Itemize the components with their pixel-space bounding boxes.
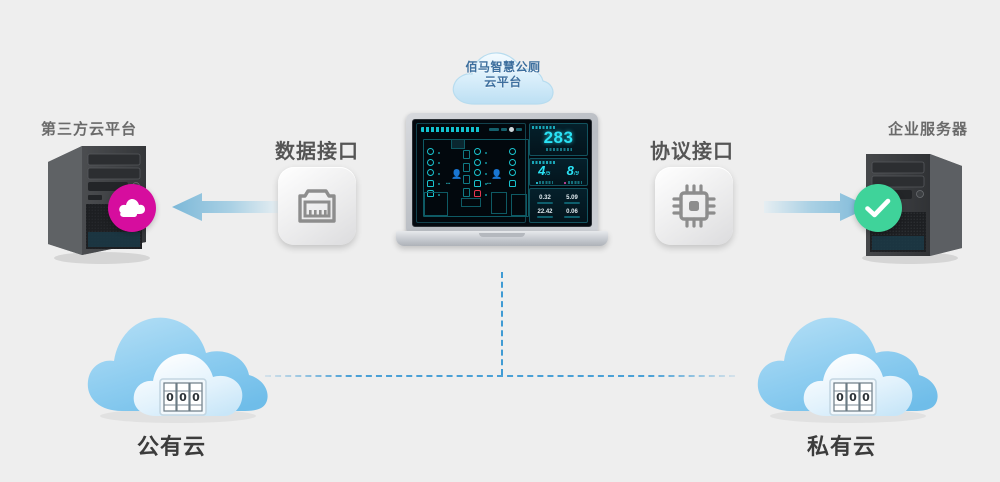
dashed-line-vertical [501,272,503,375]
arrow-left-to-third-party [172,192,278,227]
stat-value: 5.09 [566,194,578,201]
male-legend [535,181,553,184]
panel-header-bar [532,125,556,129]
laptop-base [396,231,608,246]
public-cloud-label: 公有云 [137,434,207,459]
dashboard-topbar-meta [489,127,522,132]
stall-icon [474,158,487,166]
stat-value: 22.42 [537,208,553,215]
stall-icon [427,158,440,166]
laptop-device[interactable]: 👤 ■■■ [396,113,608,263]
stall-icon-occupied [474,190,487,197]
male-occupancy-icon: 👤 [451,169,463,179]
stat-cell: 5.09 [559,195,585,205]
floorplan-area: 👤 ■■■ [421,136,529,218]
svg-text:0: 0 [166,391,174,404]
svg-text:0: 0 [849,391,857,404]
platform-cloud-label: 佰马智慧公厕 云平台 [448,60,558,90]
kpi-male-occupancy: 4/5 [538,163,551,179]
platform-cloud-line1: 佰马智慧公厕 [465,60,541,74]
protocol-interface-tile[interactable] [655,167,733,245]
svg-text:0: 0 [179,391,187,404]
stat-caption [564,201,580,205]
platform-cloud-line2: 云平台 [484,75,522,89]
panel-header-bar [532,160,556,164]
kpi-female-occupancy: 8/9 [566,163,579,179]
dashed-line-horizontal [265,375,735,377]
stall-icon [474,148,487,155]
stat-caption [564,215,580,219]
svg-text:0: 0 [862,391,870,404]
topbar-chip [516,128,522,131]
door-icon [463,162,470,172]
dashboard-kpi-column: 283 4/5 8/9 [529,123,588,223]
stall-icon [427,169,440,176]
cloud-icon [119,199,145,217]
stall-icon [509,179,516,187]
check-mark-icon [865,198,891,218]
laptop-lid: 👤 ■■■ [406,113,598,235]
door-icon [463,175,470,184]
dashboard: 👤 ■■■ [416,123,588,223]
room-label: ■■■ [446,182,451,185]
svg-text:0: 0 [836,391,844,404]
laptop-screen: 👤 ■■■ [412,119,592,227]
data-interface-tile[interactable] [278,167,356,245]
third-party-cloud-label: 第三方云平台 [41,121,138,138]
room-label: ■■■ [487,182,492,185]
kpi-environment-panel: 0.32 5.09 22.42 [529,188,588,223]
kpi-total-caption [545,147,572,151]
laptop-trackpad-notch [479,233,525,237]
ethernet-port-icon [298,189,336,223]
stall-icon [474,179,487,187]
stat-value: 0.32 [539,194,551,201]
cpu-chip-icon [672,184,716,228]
enterprise-server-label: 企业服务器 [888,121,969,138]
kpi-occupancy-panel: 4/5 8/9 [529,158,588,186]
stat-cell: 22.42 [532,209,558,219]
topbar-chip [501,128,507,131]
protocol-interface-label: 协议接口 [650,141,734,163]
stall-icon [509,148,516,155]
cloud-icon [452,52,554,105]
dashboard-title-bar [421,127,481,132]
stat-cell: 0.06 [559,209,585,219]
female-legend [564,181,582,184]
stat-value: 0.06 [566,208,578,215]
enterprise-server-badge [854,184,902,232]
female-occupancy-icon: 👤 [491,169,503,179]
avatar [509,127,514,132]
stall-icon [427,190,440,197]
stat-cell: 0.32 [532,195,558,205]
third-party-cloud-badge [108,184,156,232]
stall-icon [427,179,440,187]
platform-cloud-badge: 佰马智慧公厕 云平台 [448,42,558,110]
arrow-right-to-enterprise [764,192,870,227]
stall-icon [509,158,516,166]
third-party-cloud-server[interactable] [40,140,160,264]
stall-icon [509,169,516,176]
stall-icon [427,148,440,155]
topbar-chip [489,128,499,131]
stall-icon [474,169,487,176]
kpi-total-panel: 283 [529,123,588,156]
door-icon [463,187,470,197]
stat-caption [537,201,553,205]
stat-caption [537,215,553,219]
private-cloud-label: 私有云 [807,434,877,459]
enterprise-server-node[interactable] [850,140,970,264]
arrow-left-icon [172,193,278,221]
door-icon [463,150,470,159]
data-interface-label: 数据接口 [275,141,359,163]
dashboard-floorplan: 👤 ■■■ [416,123,529,223]
svg-text:0: 0 [192,391,200,404]
arrow-right-icon [764,193,870,221]
kpi-total-value: 283 [543,127,574,147]
